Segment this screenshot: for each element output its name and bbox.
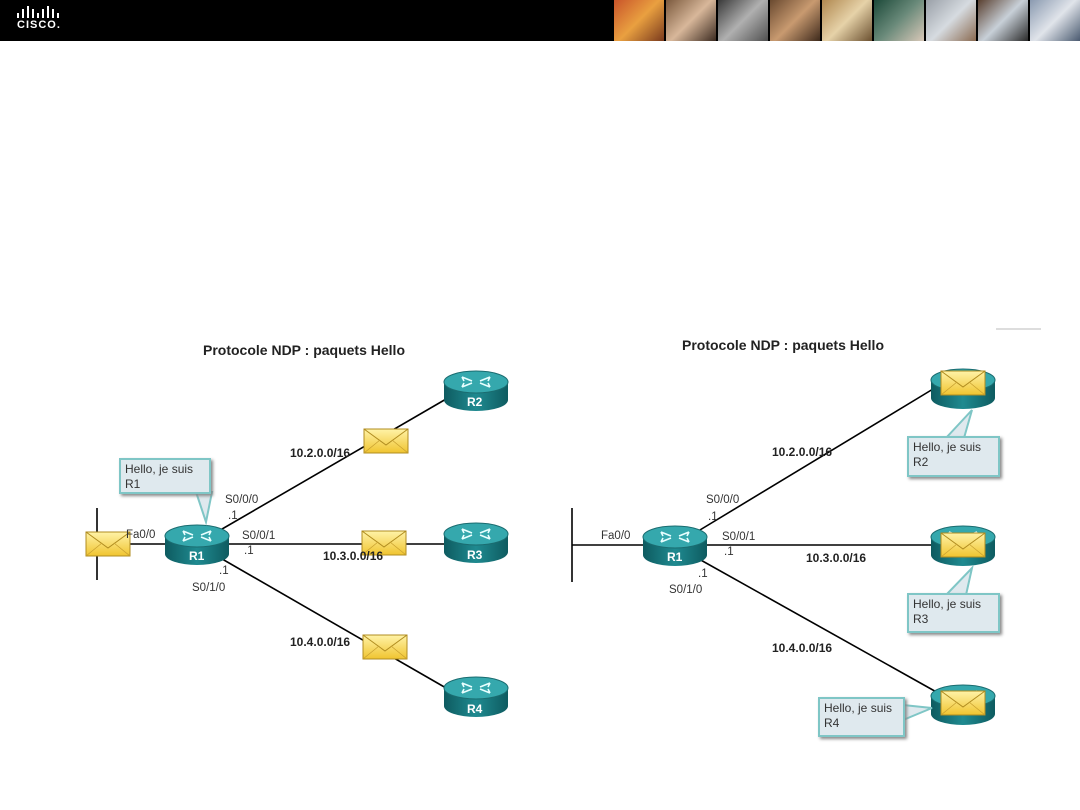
- right-iface-fa00: Fa0/0: [601, 530, 631, 542]
- header-photo-strip: [612, 0, 1080, 41]
- left-diagram-title: Protocole NDP : paquets Hello: [203, 342, 405, 358]
- left-envelope-icon-fa: [85, 531, 131, 557]
- right-callout-r2-text: Hello, je suis R2: [913, 440, 982, 469]
- right-callout-r4: Hello, je suis R4: [818, 697, 905, 737]
- cisco-logo-text: CISCO.: [17, 19, 61, 31]
- cisco-logo: [17, 6, 59, 18]
- right-net-10-4: 10.4.0.0/16: [772, 641, 833, 655]
- left-iface-s001: S0/0/1: [242, 530, 276, 542]
- left-envelope-icon-r4: [362, 634, 408, 660]
- right-iface-s010: S0/1/0: [669, 584, 703, 596]
- right-envelope-icon-r3: [940, 532, 986, 558]
- photo-8: [976, 0, 1028, 41]
- photo-3: [716, 0, 768, 41]
- right-iface-s010-ip: .1: [698, 568, 708, 580]
- callout-tail-r2: [943, 409, 973, 439]
- left-envelope-icon-r2: [363, 428, 409, 454]
- left-net-10-3: 10.3.0.0/16: [323, 549, 384, 563]
- right-callout-r3-text: Hello, je suis R3: [913, 597, 982, 626]
- photo-2: [664, 0, 716, 41]
- right-diagram-title: Protocole NDP : paquets Hello: [682, 337, 884, 353]
- right-iface-s000-ip: .1: [708, 511, 718, 523]
- left-callout-r1: Hello, je suis R1: [119, 458, 211, 494]
- right-envelope-icon-r4: [940, 690, 986, 716]
- photo-1: [612, 0, 664, 41]
- photo-9: [1028, 0, 1080, 41]
- right-iface-s001: S0/0/1: [722, 531, 756, 543]
- left-iface-s010: S0/1/0: [192, 582, 226, 594]
- photo-4: [768, 0, 820, 41]
- right-callout-r3: Hello, je suis R3: [907, 593, 1000, 633]
- left-net-10-2: 10.2.0.0/16: [290, 446, 351, 460]
- left-router-r2-label: R2: [467, 395, 483, 409]
- left-iface-s001-ip: .1: [244, 545, 254, 557]
- header-bar: CISCO.: [0, 0, 1080, 41]
- left-iface-s010-ip: .1: [219, 565, 229, 577]
- right-net-10-3: 10.3.0.0/16: [806, 551, 867, 565]
- right-iface-s001-ip: .1: [724, 546, 734, 558]
- left-iface-s000-ip: .1: [228, 510, 238, 522]
- callout-tail-r3: [943, 564, 974, 596]
- right-net-10-2: 10.2.0.0/16: [772, 445, 833, 459]
- right-iface-s000: S0/0/0: [706, 494, 740, 506]
- callout-tail-r4: [902, 703, 933, 722]
- left-router-r4-label: R4: [467, 702, 483, 716]
- left-net-10-4: 10.4.0.0/16: [290, 635, 351, 649]
- callout-tail-r1: [194, 491, 214, 526]
- photo-7: [924, 0, 976, 41]
- left-iface-fa00: Fa0/0: [126, 529, 156, 541]
- photo-5: [820, 0, 872, 41]
- photo-6: [872, 0, 924, 41]
- right-envelope-icon-r2: [940, 370, 986, 396]
- right-links: [571, 385, 941, 695]
- right-callout-r4-text: Hello, je suis R4: [824, 701, 893, 730]
- right-callout-r2: Hello, je suis R2: [907, 436, 1000, 477]
- left-router-r3-label: R3: [467, 548, 483, 562]
- left-callout-r1-text: Hello, je suis R1: [125, 462, 194, 491]
- left-router-r1-label: R1: [189, 549, 205, 563]
- left-iface-s000: S0/0/0: [225, 494, 259, 506]
- right-router-r1-label: R1: [667, 550, 683, 564]
